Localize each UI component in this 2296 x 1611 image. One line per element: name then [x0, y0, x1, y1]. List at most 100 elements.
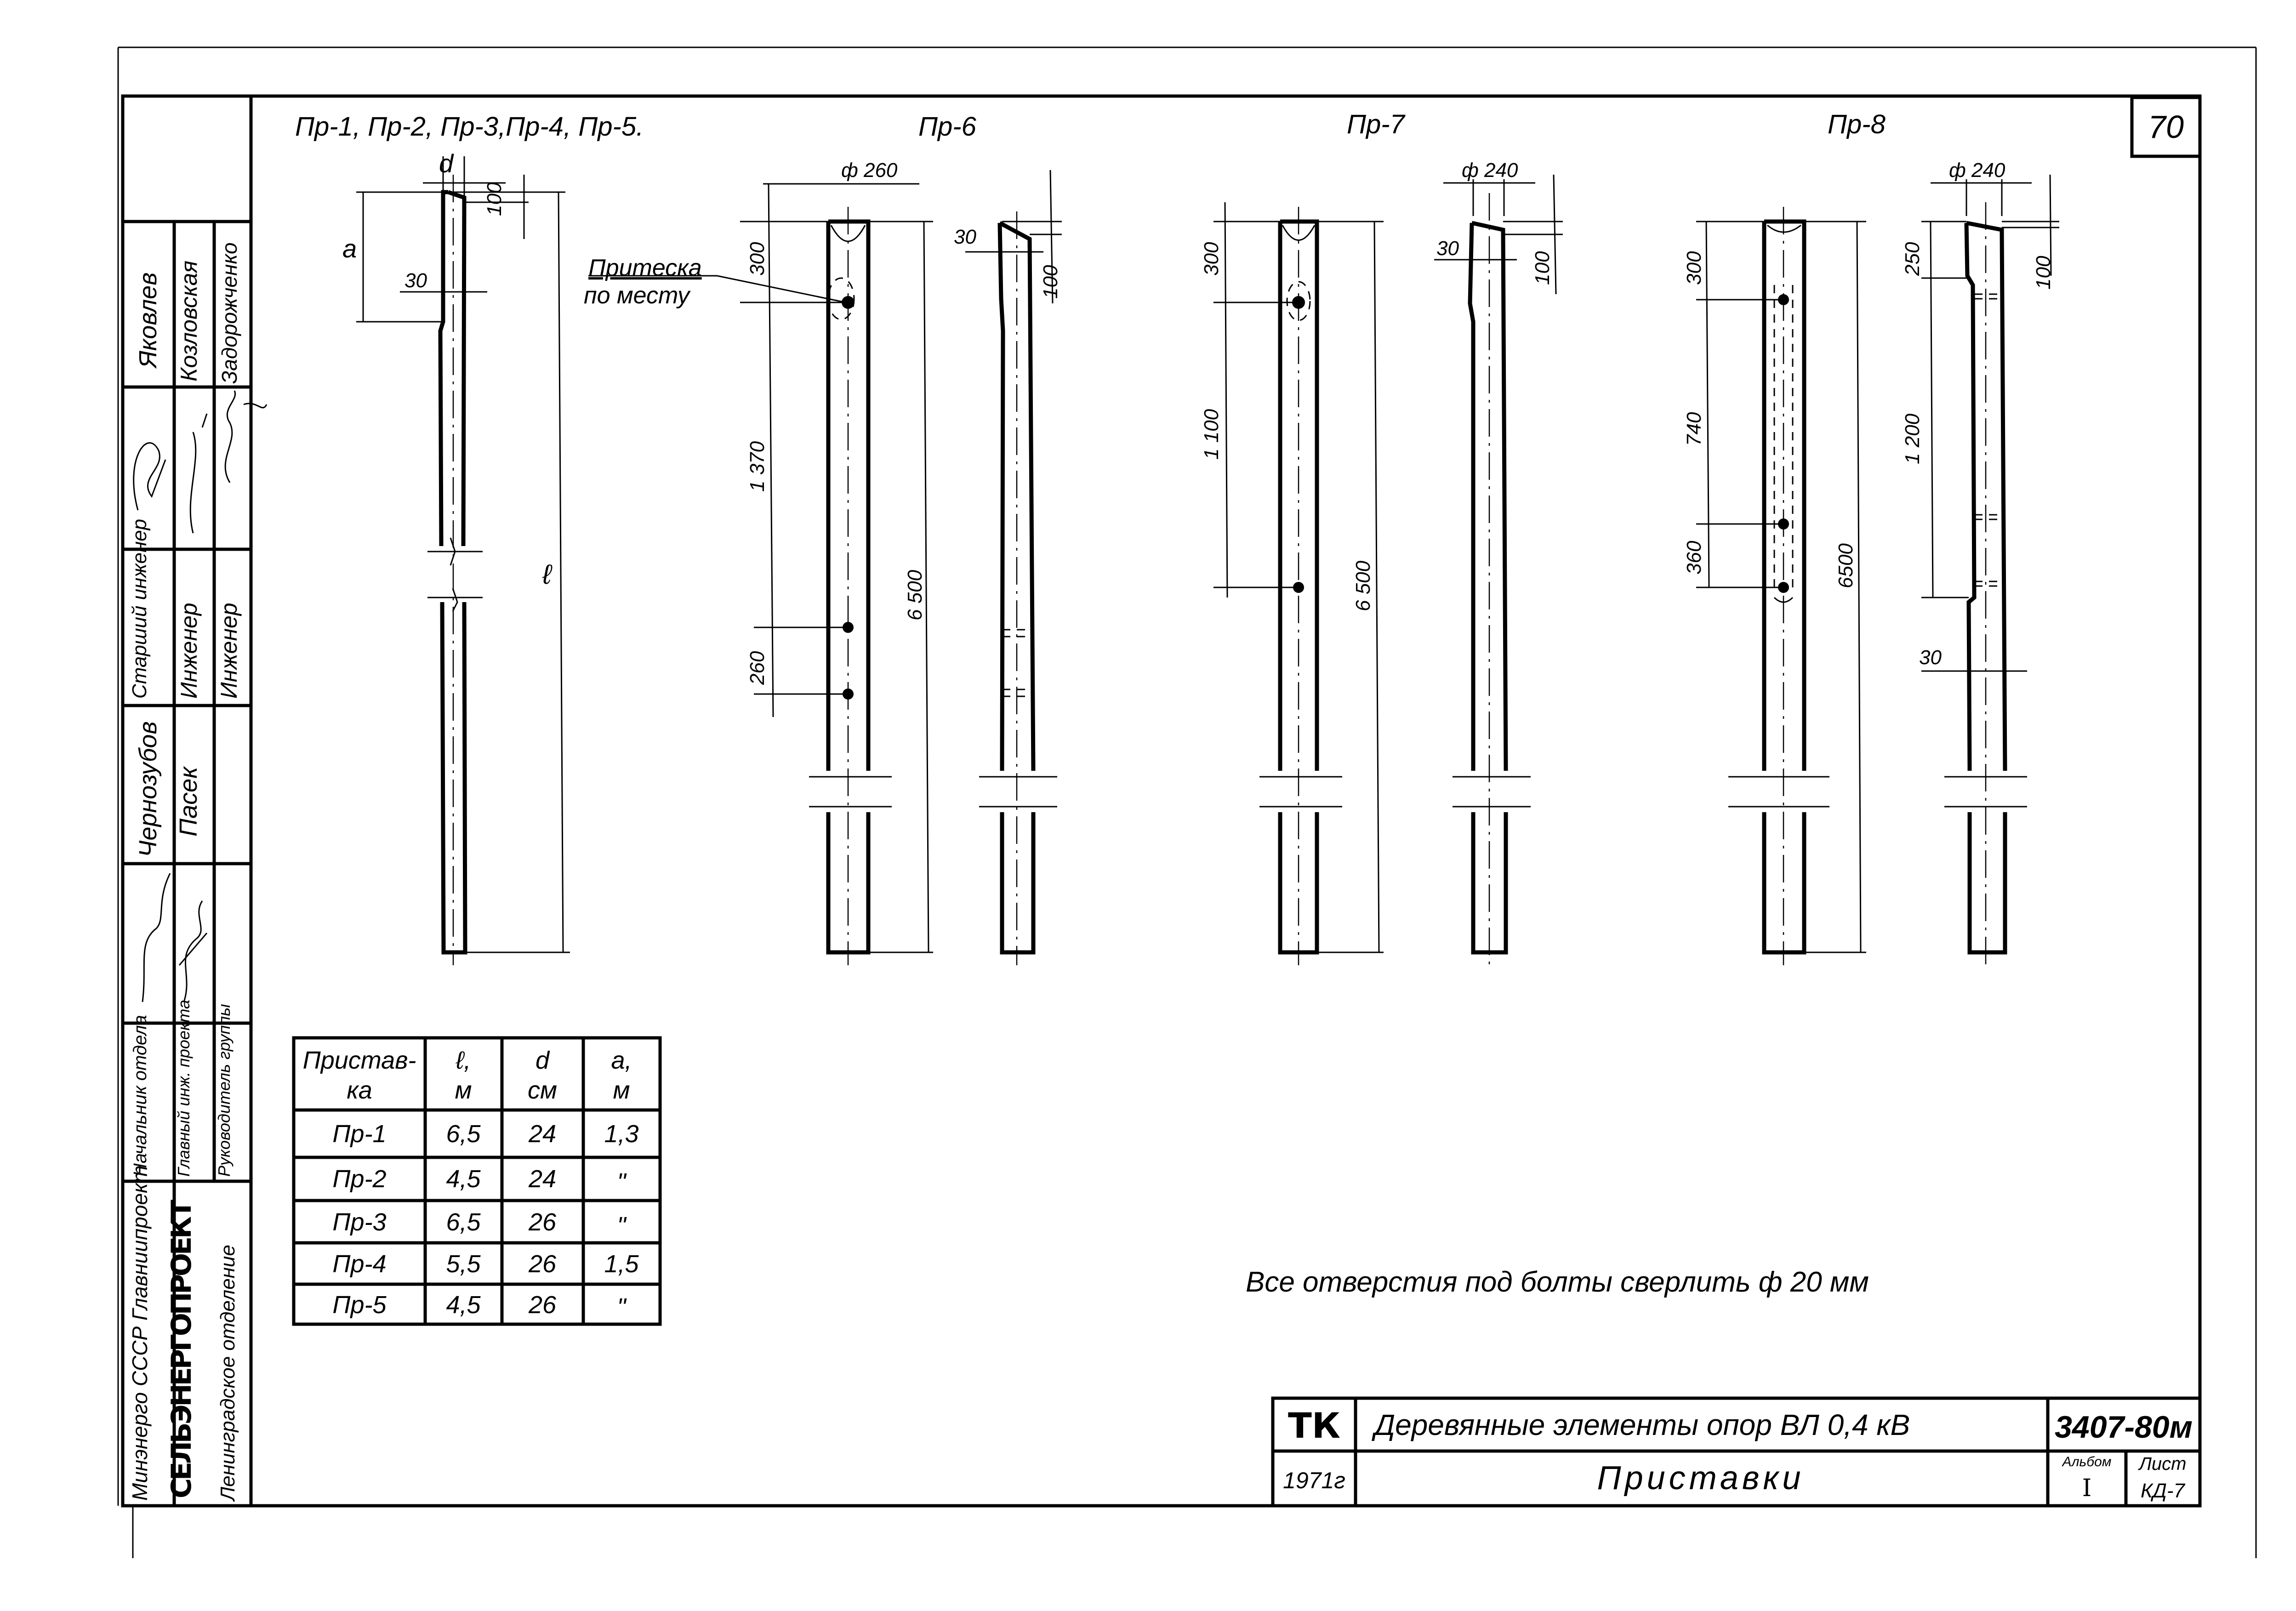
cell: 6,5 — [446, 1208, 481, 1236]
dim-30: 30 — [1436, 237, 1459, 260]
dim-260: 260 — [746, 651, 769, 685]
dim-300: 300 — [1200, 242, 1223, 276]
stamp-org-1: Минэнерго СССР Главниипроект — [128, 1165, 152, 1501]
stamp-position-6: Руководитель группы — [215, 1004, 234, 1177]
stamp-name-5: Пасек — [175, 766, 202, 837]
view-title-pr8: Пр-8 — [1828, 109, 1886, 139]
dim-300: 300 — [1683, 251, 1705, 285]
pole-pr6-side: 30 100 — [954, 170, 1062, 965]
view-title-pr1-5: Пр-1, Пр-2, Пр-3,Пр-4, Пр-5. — [295, 112, 644, 142]
pole-pr7-side: ф 240 30 100 — [1434, 159, 1563, 965]
title-drawing-name: Приставки — [1597, 1460, 1804, 1497]
table-row: Пр-4 5,5 26 1,5 — [332, 1250, 639, 1278]
signature-1 — [133, 390, 268, 534]
cell: " — [617, 1212, 627, 1240]
header-l: ℓ, — [456, 1047, 471, 1074]
drilling-note: Все отверстия под болты сверлить ф 20 мм — [1246, 1266, 1869, 1298]
stamp-name-2: Козловская — [176, 261, 202, 381]
cell: 24 — [528, 1120, 556, 1148]
sheet-number: 70 — [2148, 109, 2184, 145]
header-part-2: ка — [347, 1076, 372, 1104]
dimensions-table: Пристав- ка ℓ, м d см a, м Пр-1 6,5 24 1… — [292, 1036, 662, 1326]
header-d: d — [536, 1047, 550, 1074]
dim-1100: 1 100 — [1200, 409, 1223, 460]
cell: 1,3 — [604, 1120, 638, 1148]
stamp-position-3: Инженер — [216, 603, 242, 699]
dim-diameter: ф 240 — [1949, 159, 2005, 182]
cell: 4,5 — [446, 1291, 481, 1319]
dim-l: ℓ — [542, 559, 553, 590]
dim-740: 740 — [1683, 412, 1705, 446]
dim-100: 100 — [1531, 251, 1554, 285]
cell: 26 — [528, 1250, 557, 1278]
dim-300: 300 — [746, 242, 769, 276]
stamp-name-1: Яковлев — [134, 273, 162, 369]
dim-6500: 6 500 — [904, 569, 926, 620]
stamp-name-3: Задорожченко — [217, 242, 241, 384]
dim-1370: 1 370 — [746, 441, 769, 492]
title-subject: Деревянные элементы опор ВЛ 0,4 кВ — [1372, 1408, 1910, 1441]
cell: " — [617, 1293, 627, 1321]
table-row: Пр-5 4,5 26 " — [332, 1291, 627, 1321]
stamp-name-4: Чернозубов — [134, 721, 162, 857]
header-d-unit: см — [528, 1076, 557, 1104]
album-label: Альбом — [2062, 1454, 2112, 1469]
left-stamp: Яковлев Козловская Задорожченко Старший … — [123, 220, 268, 1506]
cell: Пр-5 — [332, 1291, 387, 1319]
album-value: I — [2082, 1474, 2092, 1502]
view-title-pr6: Пр-6 — [918, 112, 977, 142]
cell: 6,5 — [446, 1120, 481, 1148]
dim-100: 100 — [1039, 265, 1062, 299]
dim-1200: 1 200 — [1901, 413, 1924, 464]
cell: 1,5 — [604, 1250, 639, 1278]
stamp-position-4: Начальник отдела — [130, 1015, 150, 1177]
dim-30: 30 — [405, 269, 427, 292]
cell: 4,5 — [446, 1165, 481, 1193]
pole-pr1-5: d a 30 100 ℓ — [342, 149, 570, 965]
dim-d: d — [439, 149, 454, 178]
note-fitting-1: Притеска — [588, 255, 702, 281]
dim-diameter: ф 240 — [1462, 159, 1518, 182]
title-code: ТК — [1288, 1405, 1340, 1446]
cell: 5,5 — [446, 1250, 481, 1278]
cell: " — [617, 1168, 627, 1196]
view-title-pr7: Пр-7 — [1347, 109, 1406, 139]
pole-pr7-front: 300 1 100 6 500 — [1200, 202, 1384, 965]
pole-pr8-side: ф 240 250 1 200 100 30 — [1901, 159, 2059, 965]
stamp-org-2: СЕЛЬЭНЕРГОПРОЕКТ — [165, 1200, 198, 1498]
dim-360: 360 — [1683, 541, 1705, 575]
stamp-position-5: Главный инж. проекта — [174, 1000, 193, 1177]
header-a: a, — [611, 1047, 632, 1074]
sheet-number-box: 70 — [2130, 96, 2202, 158]
sheet-frame — [117, 46, 2257, 1558]
table-row: Пр-1 6,5 24 1,3 — [332, 1120, 638, 1148]
cell: Пр-3 — [332, 1208, 386, 1236]
dim-250: 250 — [1901, 242, 1924, 276]
cell: 24 — [528, 1165, 556, 1193]
cell: Пр-4 — [332, 1250, 386, 1278]
title-block: ТК 1971г Деревянные элементы опор ВЛ 0,4… — [1271, 1396, 2202, 1508]
dim-6500: 6 500 — [1352, 560, 1374, 611]
cell: Пр-2 — [332, 1165, 386, 1193]
table-row: Пр-2 4,5 24 " — [332, 1165, 627, 1196]
dim-6500: 6500 — [1835, 543, 1857, 588]
sheet-value: КД-7 — [2141, 1480, 2186, 1502]
cell: 26 — [528, 1291, 557, 1319]
cell: 26 — [528, 1208, 557, 1236]
header-a-unit: м — [613, 1076, 630, 1104]
dim-30: 30 — [954, 226, 976, 248]
header-l-unit: м — [455, 1076, 472, 1104]
table-row: Пр-3 6,5 26 " — [332, 1208, 627, 1240]
note-fitting-2: по месту — [584, 282, 691, 309]
stamp-position-1: Старший инженер — [128, 519, 151, 699]
table-rows: Пр-1 6,5 24 1,3 Пр-2 4,5 24 " Пр-3 6,5 2… — [332, 1120, 639, 1321]
dim-100: 100 — [483, 182, 506, 216]
dim-diameter: ф 260 — [841, 159, 898, 182]
signature-2 — [142, 873, 208, 1002]
title-year: 1971г — [1283, 1468, 1345, 1493]
title-doc-number: 3407-80м — [2055, 1410, 2193, 1445]
dim-30: 30 — [1919, 646, 1942, 669]
pole-pr6-front: ф 260 300 1 370 260 6 500 Притеска по ме… — [584, 159, 933, 965]
cell: Пр-1 — [332, 1120, 386, 1148]
